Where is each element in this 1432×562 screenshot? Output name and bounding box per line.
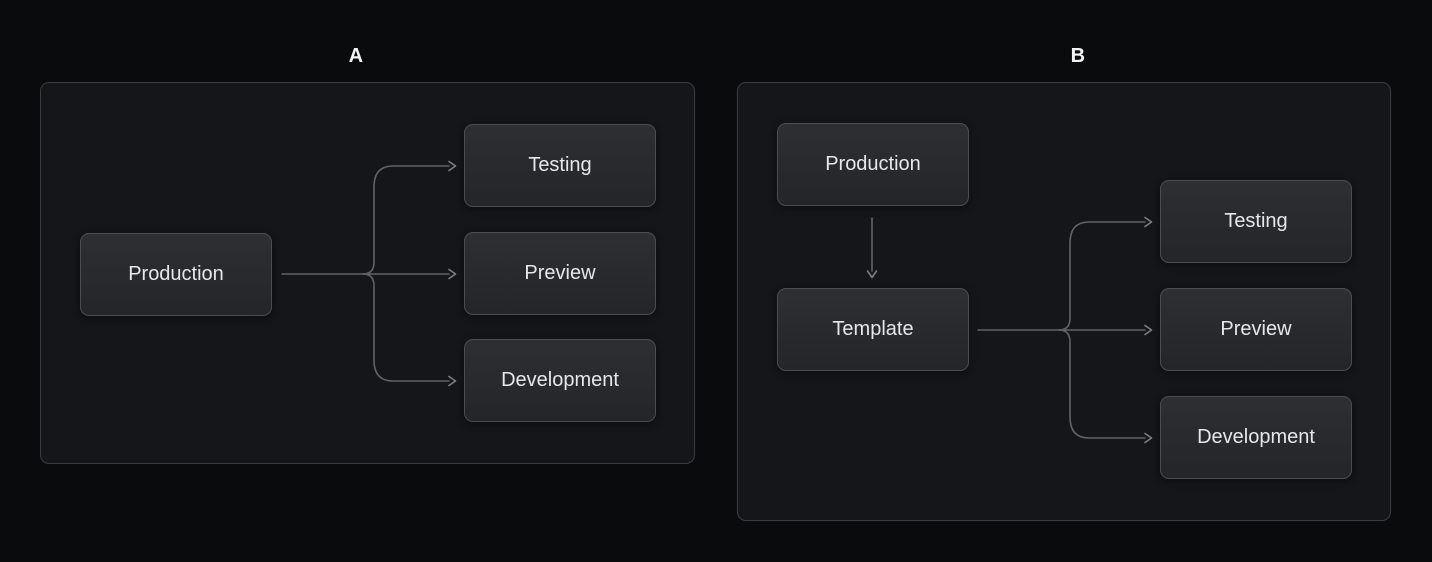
node-label: Production bbox=[825, 153, 921, 175]
node-label: Preview bbox=[1220, 318, 1292, 340]
node-testing-b: Testing bbox=[1160, 180, 1352, 263]
node-label: Development bbox=[501, 369, 619, 391]
panel-b-label: B bbox=[1070, 45, 1086, 67]
node-production-a: Production bbox=[80, 233, 272, 316]
node-development-a: Development bbox=[464, 339, 656, 422]
node-production-b: Production bbox=[777, 123, 969, 206]
node-label: Development bbox=[1197, 426, 1315, 448]
node-label: Testing bbox=[528, 154, 592, 176]
node-preview-a: Preview bbox=[464, 232, 656, 315]
node-preview-b: Preview bbox=[1160, 288, 1352, 371]
node-testing-a: Testing bbox=[464, 124, 656, 207]
node-label: Template bbox=[832, 318, 914, 340]
node-label: Testing bbox=[1224, 210, 1288, 232]
node-development-b: Development bbox=[1160, 396, 1352, 479]
node-label: Preview bbox=[524, 262, 596, 284]
panel-a-label: A bbox=[348, 45, 364, 67]
node-label: Production bbox=[128, 263, 224, 285]
node-template-b: Template bbox=[777, 288, 969, 371]
